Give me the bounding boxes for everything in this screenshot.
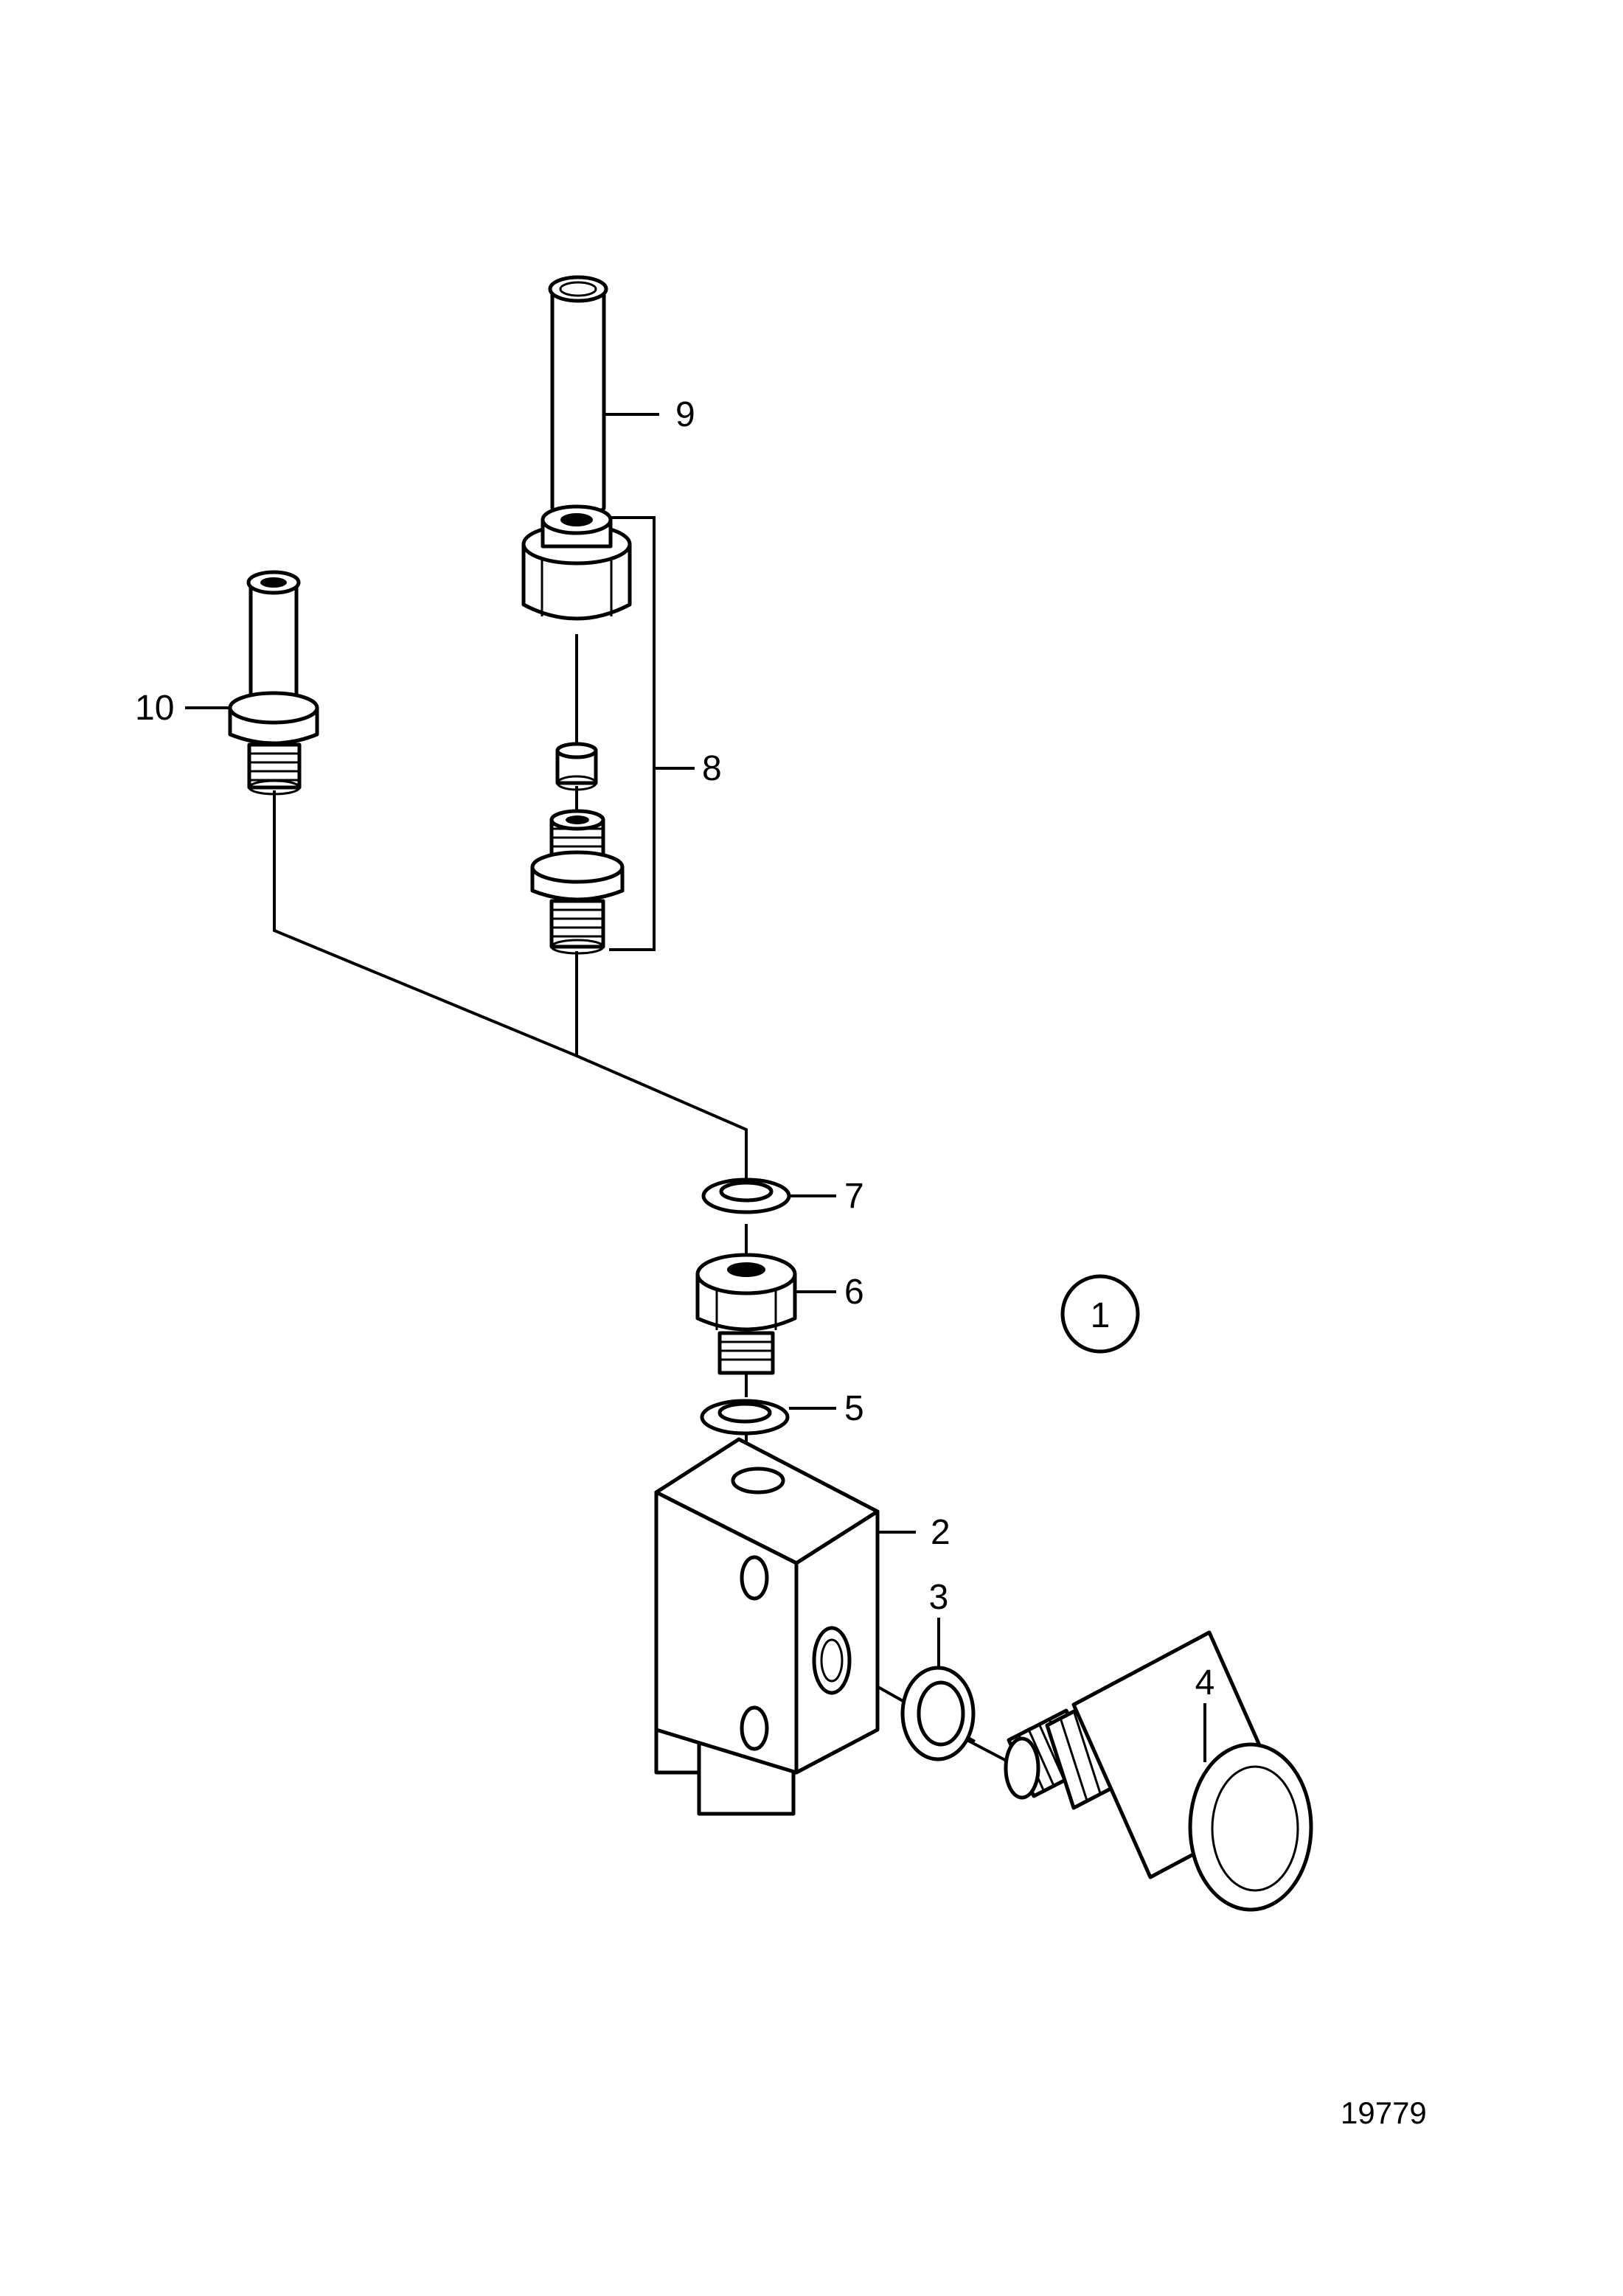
part-2-valve-block bbox=[654, 1437, 880, 1816]
reference-circle-1 bbox=[1060, 1274, 1140, 1354]
part-8-threaded-body bbox=[530, 809, 625, 955]
part-8-union-nut bbox=[521, 504, 632, 621]
callout-6: 6 bbox=[844, 1273, 864, 1312]
part-4-sensor bbox=[1004, 1630, 1313, 1912]
callout-8: 8 bbox=[702, 749, 722, 788]
part-6-adapter bbox=[695, 1253, 797, 1375]
assembly-lines bbox=[273, 473, 1018, 1768]
callout-9: 9 bbox=[675, 395, 695, 434]
part-8-bracket bbox=[609, 516, 656, 951]
callout-7: 7 bbox=[844, 1177, 864, 1216]
leader-lines bbox=[185, 413, 1206, 1762]
callout-1: 1 bbox=[1091, 1296, 1111, 1335]
callout-5: 5 bbox=[844, 1389, 864, 1428]
part-5-washer bbox=[700, 1399, 790, 1436]
part-3-sealing-ring bbox=[900, 1666, 976, 1761]
part-8-olive bbox=[555, 742, 598, 791]
callout-2: 2 bbox=[931, 1513, 950, 1552]
callout-3: 3 bbox=[929, 1578, 949, 1617]
callout-4: 4 bbox=[1195, 1663, 1215, 1702]
part-9-tube bbox=[548, 275, 608, 512]
figure-number: 19779 bbox=[1341, 2095, 1427, 2130]
callout-10: 10 bbox=[135, 689, 174, 728]
part-7-washer bbox=[701, 1177, 791, 1214]
part-10-hose-nipple bbox=[228, 570, 319, 796]
